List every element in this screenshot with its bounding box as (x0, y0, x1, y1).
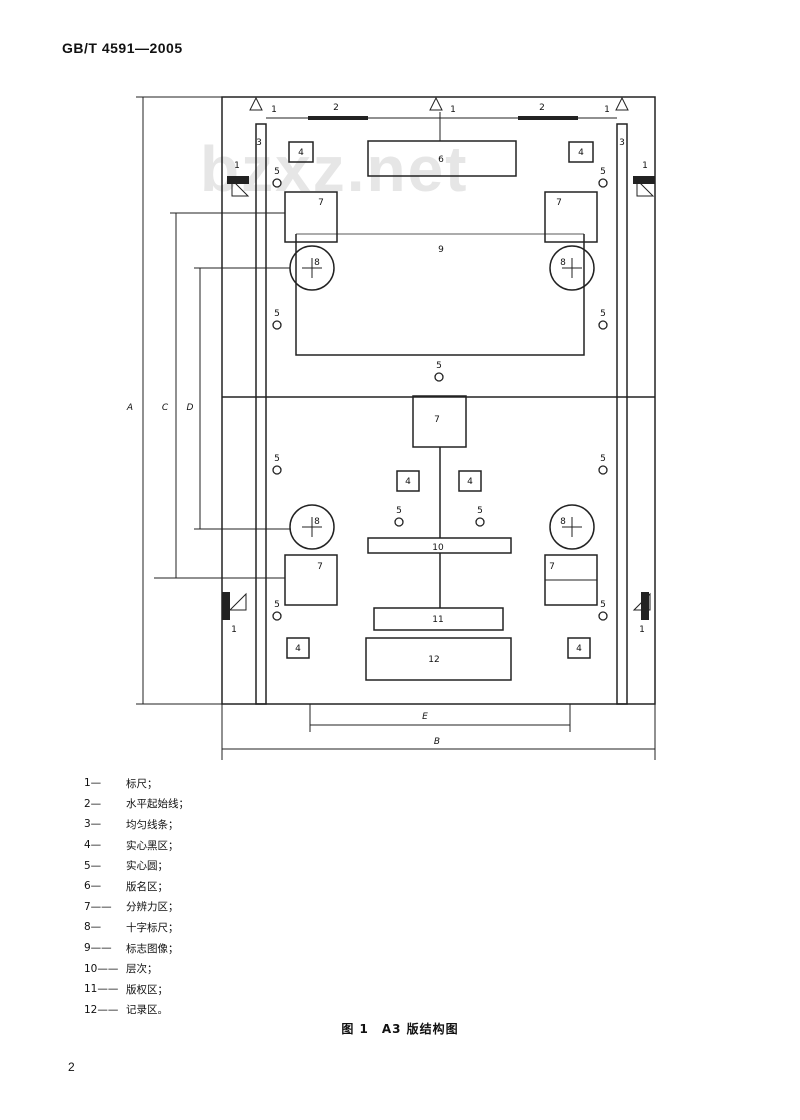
page-number: 2 (68, 1060, 75, 1074)
solid-circle-label-6: 5 (274, 454, 280, 464)
cross-ruler-circle-3 (289, 504, 335, 550)
legend-item: 9——标志图像； (84, 942, 179, 955)
title-area-label: 6 (438, 155, 444, 165)
solid-circle-label-9: 5 (477, 506, 483, 516)
cross-ruler-label-1: 8 (314, 258, 320, 268)
black-area-label-1: 4 (298, 148, 304, 158)
outer-frame (221, 96, 656, 705)
figure-caption: 图 1 A3 版结构图 (341, 1022, 459, 1036)
legend-item: 7——分辨力区； (84, 900, 179, 914)
resolution-area-bottom-left (284, 554, 338, 606)
cross-ruler-circle-4 (549, 504, 595, 550)
record-area-label: 12 (428, 655, 439, 665)
legend-item: 10——层次； (84, 962, 158, 976)
cross-ruler-label-3: 8 (314, 517, 320, 527)
resolution-area-label-2: 7 (556, 198, 562, 208)
solid-circle-label-11: 5 (600, 600, 606, 610)
resolution-area-label-4: 7 (317, 562, 323, 572)
logo-image-area-outline (295, 234, 585, 356)
legend-item: 8—十字标尺； (84, 921, 179, 934)
standard-code: GB/T 4591—2005 (62, 40, 183, 56)
cross-ruler-label-4: 8 (560, 517, 566, 527)
black-area-label-4: 4 (467, 477, 473, 487)
cross-ruler-circle-2 (549, 245, 595, 291)
dimension-label-e: E (422, 712, 428, 722)
figure-legend: 1—标尺； 2—水平起始线； 3—均匀线条； 4—实心黑区； 5—实心圆； 6—… (84, 773, 189, 1020)
resolution-area-label-3: 7 (434, 415, 440, 425)
title-area-box (367, 140, 517, 177)
copyright-area-box (373, 607, 504, 631)
legend-item: 1—标尺； (84, 777, 158, 790)
start-line-right (518, 116, 578, 120)
legend-item: 4—实心黑区； (84, 839, 179, 852)
gradation-label: 10 (432, 543, 444, 553)
copyright-area-label: 11 (432, 615, 443, 625)
legend-item: 12——记录区。 (84, 1003, 168, 1017)
ruler-label-top-center: 1 (450, 105, 456, 115)
solid-circle-label-2: 5 (600, 167, 606, 177)
black-area-label-3: 4 (405, 477, 411, 487)
resolution-area-top-right (544, 191, 598, 243)
solid-circle-label-8: 5 (396, 506, 402, 516)
solid-circle-label-5: 5 (436, 361, 442, 371)
ruler-label-top-right: 1 (604, 105, 610, 115)
black-area-label-2: 4 (578, 148, 584, 158)
legend-item: 6—版名区； (84, 880, 168, 893)
solid-circle-label-3: 5 (274, 309, 280, 319)
solid-circle-label-10: 5 (274, 600, 280, 610)
ruler-label-right-top: 1 (642, 161, 648, 171)
uniform-lines-label-left: 3 (256, 138, 262, 148)
legend-item: 5—实心圆； (84, 859, 168, 873)
cross-ruler-label-2: 8 (560, 258, 566, 268)
black-area-label-5: 4 (295, 644, 301, 654)
legend-item: 3—均匀线条； (84, 818, 179, 831)
start-line-left (308, 116, 368, 120)
solid-circle-label-4: 5 (600, 309, 606, 319)
uniform-lines-label-right: 3 (619, 138, 625, 148)
resolution-area-label-1: 7 (318, 198, 324, 208)
uniform-line-bar-right (616, 123, 628, 705)
start-line-label-right: 2 (539, 103, 545, 113)
ruler-label-left-bottom: 1 (231, 625, 237, 635)
uniform-line-bar-left (255, 123, 267, 705)
ruler-label-top-left: 1 (271, 105, 277, 115)
a3-structure-diagram: 1 1 1 1 1 1 1 2 2 3 3 4 4 4 4 4 4 5 5 5 … (126, 96, 656, 760)
dimension-label-a: A (126, 403, 133, 413)
ruler-label-left-top: 1 (234, 161, 240, 171)
ruler-label-right-bottom: 1 (639, 625, 645, 635)
dimension-label-c: C (162, 403, 169, 413)
solid-circle-label-7: 5 (600, 454, 606, 464)
record-area-box (365, 637, 512, 681)
logo-image-label: 9 (438, 245, 444, 255)
black-area-label-6: 4 (576, 644, 582, 654)
legend-item: 11——版权区； (84, 983, 168, 996)
resolution-area-top-left (284, 191, 338, 243)
start-line-label-left: 2 (333, 103, 339, 113)
legend-item: 2—水平起始线； (84, 797, 189, 811)
dimension-label-d: D (187, 403, 194, 413)
dimension-label-b: B (434, 737, 440, 747)
resolution-area-label-5: 7 (549, 562, 555, 572)
solid-circle-label-1: 5 (274, 167, 280, 177)
